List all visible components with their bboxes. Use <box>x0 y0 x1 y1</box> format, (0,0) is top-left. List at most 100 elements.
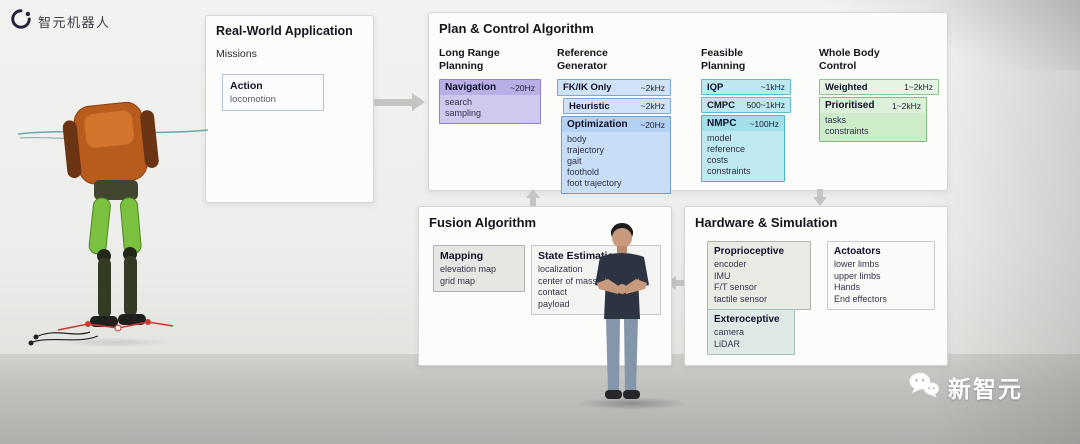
box-rate: ~100Hz <box>749 118 779 129</box>
list-item: locomotion <box>230 94 276 105</box>
company-logo-icon <box>10 8 32 35</box>
list-item: IMU <box>714 270 731 281</box>
action-box: Action locomotion <box>222 74 324 111</box>
list-item: contact <box>538 287 568 298</box>
plan-control-panel: Plan & Control Algorithm Long Range Plan… <box>428 12 948 194</box>
prioritised-box: Prioritised 1~2kHz tasks constraints <box>819 97 927 142</box>
navigation-box: Navigation ~20Hz search sampling <box>439 79 541 124</box>
item-list: search sampling <box>440 95 540 123</box>
nmpc-box: NMPC ~100Hz model reference costs constr… <box>701 115 785 182</box>
hardware-title: Hardware & Simulation <box>695 215 838 230</box>
list-item: model <box>707 133 732 143</box>
list-item: costs <box>707 154 729 165</box>
list-item: foot trajectory <box>567 177 622 188</box>
box-rate: ~1kHz <box>760 82 785 92</box>
plan-to-hardware-arrow-icon <box>813 189 827 206</box>
box-label: Proprioceptive <box>714 246 785 257</box>
fusion-title: Fusion Algorithm <box>429 215 537 230</box>
item-list: body trajectory gait foothold foot traje… <box>562 132 670 193</box>
box-rate: 500~1kHz <box>746 100 785 110</box>
stage-floor <box>0 354 1080 444</box>
list-item: foothold <box>567 166 600 177</box>
optimization-box: Optimization ~20Hz body trajectory gait … <box>561 116 671 194</box>
item-list: localization center of mass contact payl… <box>538 264 654 310</box>
cmpc-box: CMPC 500~1kHz <box>701 97 791 113</box>
list-item: payload <box>538 298 570 309</box>
box-label: Actoators <box>834 246 881 257</box>
list-item: gait <box>567 155 582 166</box>
box-rate: ~2kHz <box>640 101 665 111</box>
list-item: grid map <box>440 275 476 286</box>
box-rate: ~2kHz <box>640 82 665 93</box>
iqp-box: IQP ~1kHz <box>701 79 791 95</box>
whole-body-control-header: Whole Body Control <box>819 47 880 72</box>
feasible-planning-header: Feasible Planning <box>701 47 746 72</box>
action-box-title: Action <box>230 80 263 92</box>
actuators-box: Actoators lower limbs upper limbs Hands … <box>827 241 935 311</box>
weighted-box: Weighted 1~2kHz <box>819 79 939 95</box>
box-label: Weighted <box>825 81 868 93</box>
list-item: elevation map <box>440 264 497 274</box>
list-item: lower limbs <box>834 259 880 269</box>
list-item: Hands <box>834 282 861 293</box>
list-item: encoder <box>714 259 747 269</box>
company-logo-text: 智元机器人 <box>38 15 111 30</box>
flow-arrow-right-icon <box>374 93 425 111</box>
fusion-to-plan-arrow-icon <box>526 189 540 206</box>
action-item-list: locomotion <box>230 94 316 105</box>
list-item: LiDAR <box>714 338 741 349</box>
list-item: localization <box>538 264 583 274</box>
box-label: Exteroceptive <box>714 314 780 325</box>
box-rate: ~20Hz <box>510 82 535 93</box>
box-label: Heuristic <box>569 100 610 112</box>
box-label: Prioritised <box>825 100 875 111</box>
list-item: camera <box>714 327 745 337</box>
item-list: camera LiDAR <box>714 327 788 350</box>
proprioceptive-box: Proprioceptive encoder IMU F/T sensor ta… <box>707 241 811 311</box>
presenter-shadow <box>558 395 704 412</box>
box-label: CMPC <box>707 99 735 111</box>
item-list: model reference costs constraints <box>702 131 784 181</box>
box-label: Navigation <box>445 82 497 93</box>
mapping-box: Mapping elevation map grid map <box>433 245 525 293</box>
watermark-text: 新智元 <box>948 376 1023 402</box>
list-item: F/T sensor <box>714 282 757 293</box>
item-list: tasks constraints <box>820 113 926 141</box>
hardware-panel: Hardware & Simulation Proprioceptive enc… <box>684 206 948 366</box>
box-rate: 1~2kHz <box>891 100 921 111</box>
plan-control-title: Plan & Control Algorithm <box>439 21 594 36</box>
fkik-only-box: FK/IK Only ~2kHz <box>557 79 671 96</box>
item-list: elevation map grid map <box>440 264 518 287</box>
list-item: body <box>567 134 587 144</box>
list-item: constraints <box>825 125 869 136</box>
list-item: constraints <box>707 165 751 176</box>
watermark-logo-icon <box>908 371 940 404</box>
list-item: End effectors <box>834 293 887 304</box>
robot-simulation <box>17 86 209 351</box>
box-label: Optimization <box>567 119 628 130</box>
exteroceptive-box: Exteroceptive camera LiDAR <box>707 309 795 356</box>
watermark: 新智元 <box>908 370 1023 404</box>
company-logo: 智元机器人 <box>10 8 111 35</box>
box-label: FK/IK Only <box>563 82 612 93</box>
box-rate: 1~2kHz <box>903 82 933 92</box>
list-item: sampling <box>445 107 482 118</box>
list-item: center of mass <box>538 275 598 286</box>
reference-generator-header: Reference Generator <box>557 47 608 72</box>
list-item: tactile sensor <box>714 293 768 304</box>
list-item: search <box>445 97 473 107</box>
box-label: Mapping <box>440 250 484 262</box>
real-world-application-panel: Real-World Application Missions Action l… <box>205 15 374 203</box>
list-item: upper limbs <box>834 270 881 281</box>
list-item: reference <box>707 143 746 154</box>
right-vignette <box>930 0 1080 444</box>
item-list: lower limbs upper limbs Hands End effect… <box>834 259 928 305</box>
long-range-planning-header: Long Range Planning <box>439 47 500 72</box>
real-world-application-title: Real-World Application <box>216 24 353 38</box>
presenter <box>566 221 678 418</box>
box-rate: ~20Hz <box>640 119 665 130</box>
list-item: tasks <box>825 115 847 125</box>
item-list: encoder IMU F/T sensor tactile sensor <box>714 259 804 305</box>
heuristic-box: Heuristic ~2kHz <box>563 98 671 114</box>
